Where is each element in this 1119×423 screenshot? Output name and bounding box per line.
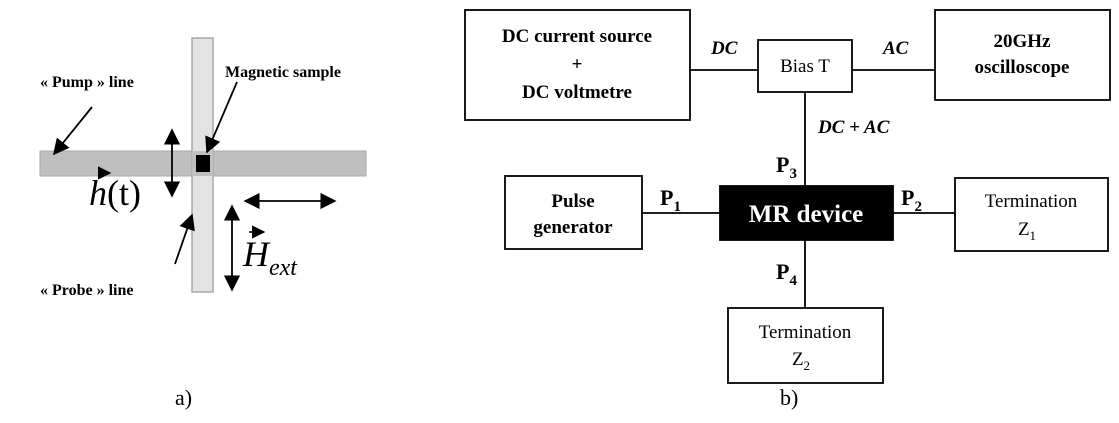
- mr-device-label: MR device: [749, 201, 864, 228]
- bias-t-label: Bias T: [780, 56, 830, 77]
- pulse-generator-line2: generator: [533, 217, 613, 238]
- panel-b-caption: b): [780, 385, 798, 410]
- port-p2: P2: [901, 185, 922, 215]
- wire-label-dc-ac: DC + AC: [817, 117, 890, 138]
- magnetic-sample: [196, 155, 210, 172]
- dc-source-line1: DC current source: [502, 26, 652, 47]
- bias-t-box: [757, 39, 853, 93]
- panel-a-caption: a): [175, 385, 192, 410]
- oscilloscope-box: [934, 9, 1111, 101]
- probe-line-label: « Probe » line: [40, 282, 133, 299]
- termination-z2-box: [727, 307, 884, 384]
- mr-device-box: [719, 185, 894, 241]
- h-field-label: h(t): [89, 173, 141, 213]
- dc-source-line2: +: [572, 54, 583, 75]
- pulse-generator-box: [504, 175, 643, 250]
- panel-a: « Pump » line Magnetic sample « Probe » …: [39, 37, 367, 410]
- panel-b: DC current source + DC voltmetre Bias T …: [464, 9, 1111, 410]
- termination-z1-box: [954, 177, 1109, 252]
- dc-current-source-box: [464, 9, 691, 121]
- H-ext-label: Hext: [242, 234, 298, 281]
- termination-z2-line1: Termination: [759, 322, 852, 343]
- port-p1: P1: [660, 185, 681, 215]
- pulse-generator-line1: Pulse: [551, 191, 594, 212]
- termination-z2-line2: Z2: [792, 349, 810, 373]
- termination-z1-line2: Z1: [1018, 219, 1036, 243]
- port-p4: P4: [776, 259, 797, 289]
- wire-label-ac: AC: [882, 38, 909, 59]
- pump-pointer-arrow: [52, 106, 93, 156]
- magnetic-sample-label: Magnetic sample: [225, 64, 341, 81]
- probe-pointer-arrow: [174, 213, 195, 265]
- oscilloscope-line1: 20GHz: [994, 31, 1052, 52]
- pump-line-label: « Pump » line: [40, 74, 134, 91]
- wire-label-dc: DC: [710, 38, 738, 59]
- oscilloscope-line2: oscilloscope: [975, 57, 1070, 78]
- dc-source-line3: DC voltmetre: [522, 82, 632, 103]
- port-p3: P3: [776, 152, 797, 182]
- termination-z1-line1: Termination: [985, 191, 1078, 212]
- sample-pointer-arrow: [205, 81, 238, 154]
